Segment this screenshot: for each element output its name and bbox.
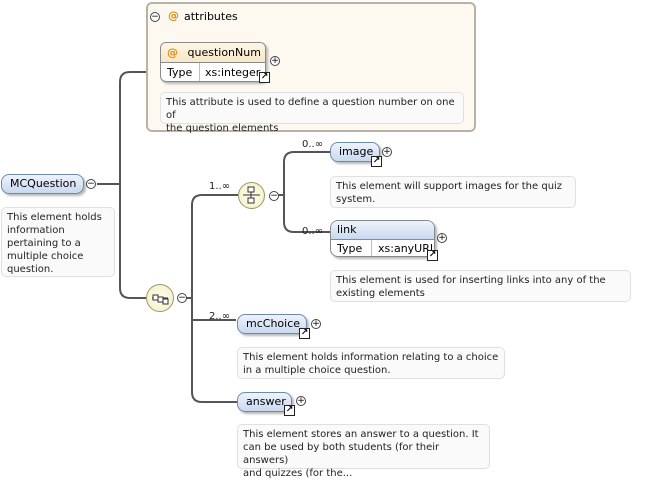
link-element[interactable]: link Type xs:anyURI (330, 220, 435, 257)
mcquestion-element[interactable]: MCQuestion (1, 174, 84, 194)
choice-occurrence: 1..∞ (209, 181, 231, 192)
choice-collapse-toggle[interactable]: − (269, 191, 279, 201)
attribute-at-icon: @ (167, 46, 178, 59)
image-element[interactable]: image (330, 142, 380, 162)
link-expand-toggle[interactable]: + (437, 233, 447, 243)
image-expand-toggle[interactable]: + (382, 147, 392, 157)
link-type-key: Type (331, 240, 372, 256)
mcchoice-occurrence: 2..∞ (209, 311, 231, 322)
answer-expand-toggle[interactable]: + (296, 396, 306, 406)
image-name: image (339, 145, 374, 158)
choice-icon (243, 186, 260, 204)
sequence-compositor[interactable] (146, 284, 174, 312)
mcchoice-element[interactable]: mcChoice (237, 314, 307, 334)
link-type-value: xs:anyURI (378, 242, 434, 255)
mcchoice-expand-toggle[interactable]: + (311, 319, 321, 329)
attributes-label: attributes (184, 10, 238, 23)
image-occurrence: 0..∞ (302, 139, 324, 150)
questionNum-name: questionNum (187, 46, 261, 59)
mcquestion-name: MCQuestion (10, 177, 77, 190)
answer-element[interactable]: answer (237, 392, 292, 412)
sequence-icon (152, 294, 169, 305)
answer-doc: This element stores an answer to a quest… (237, 424, 490, 479)
questionNum-type-value: xs:integer (205, 66, 261, 79)
image-doc: This element will support images for the… (330, 176, 576, 208)
questionNum-expand-toggle[interactable]: + (270, 56, 280, 66)
mcchoice-ref-icon[interactable]: ↗ (299, 328, 310, 339)
questionNum-type-key: Type (161, 63, 200, 81)
image-ref-icon[interactable]: ↗ (371, 156, 382, 167)
mcquestion-collapse-toggle[interactable]: − (86, 179, 96, 189)
answer-name: answer (246, 395, 286, 408)
questionNum-ref-icon[interactable]: ↗ (259, 72, 270, 83)
mcquestion-doc: This element holds information pertainin… (1, 207, 115, 277)
link-doc: This element is used for inserting links… (330, 270, 631, 302)
choice-compositor[interactable] (238, 182, 265, 209)
link-ref-icon[interactable]: ↗ (427, 250, 438, 261)
attributes-at-icon: @ (168, 9, 179, 22)
questionNum-doc: This attribute is used to define a quest… (160, 92, 464, 134)
attributes-collapse-toggle[interactable]: − (150, 12, 160, 22)
attributes-group: − @ attributes @ questionNum Type xs:int… (146, 2, 476, 134)
questionNum-attribute-box[interactable]: @ questionNum Type xs:integer (160, 42, 266, 82)
link-occurrence: 0..∞ (302, 226, 324, 237)
link-name: link (331, 221, 434, 240)
mcchoice-doc: This element holds information relating … (237, 347, 505, 379)
answer-ref-icon[interactable]: ↗ (284, 405, 295, 416)
sequence-collapse-toggle[interactable]: − (177, 293, 187, 303)
mcchoice-name: mcChoice (246, 317, 301, 330)
